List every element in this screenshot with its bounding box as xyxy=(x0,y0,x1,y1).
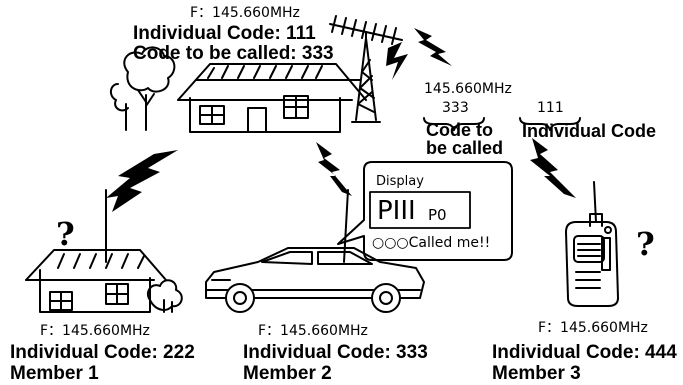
member1-name: Member 1 xyxy=(10,364,99,383)
signal-individual-code-value: 111 xyxy=(537,101,564,115)
display-readout-suffix: P0 xyxy=(428,208,447,223)
signal-code-to-call-label-line1: Code to xyxy=(426,121,493,139)
display-message: ○○○Called me!! xyxy=(372,236,490,250)
member3-name: Member 3 xyxy=(492,364,581,383)
top-frequency: F：145.660MHz xyxy=(190,6,300,20)
member2-name: Member 2 xyxy=(243,364,332,383)
signal-bolt-member2 xyxy=(316,142,352,196)
member1-status-question: ? xyxy=(56,218,75,250)
display-title: Display xyxy=(376,175,424,188)
signal-individual-code-label: Individual Code xyxy=(522,122,656,140)
signal-bolt-member3 xyxy=(530,138,576,198)
signal-bolt-right xyxy=(414,28,452,66)
member3-individual-code: Individual Code: 444 xyxy=(492,343,677,362)
display-main-readout: PIII xyxy=(377,198,416,224)
member3-frequency: F：145.660MHz xyxy=(538,321,648,335)
member2-individual-code: Individual Code: 333 xyxy=(243,343,428,362)
top-code-to-call: Code to be called: 333 xyxy=(133,44,334,63)
member1-individual-code: Individual Code: 222 xyxy=(10,343,195,362)
signal-code-to-call-label-line2: be called xyxy=(426,139,503,157)
member3-handheld-radio xyxy=(566,182,618,306)
signal-bolt-tower xyxy=(386,42,408,80)
signal-frequency: 145.660MHz xyxy=(424,82,512,96)
member3-status-question: ? xyxy=(636,228,655,260)
signal-code-to-call-value: 333 xyxy=(442,101,469,115)
member1-frequency: F：145.660MHz xyxy=(40,324,150,338)
member1-house xyxy=(26,190,182,312)
member2-frequency: F：145.660MHz xyxy=(258,324,368,338)
signal-bolt-member1 xyxy=(106,150,178,212)
top-individual-code: Individual Code: 111 xyxy=(133,24,316,43)
